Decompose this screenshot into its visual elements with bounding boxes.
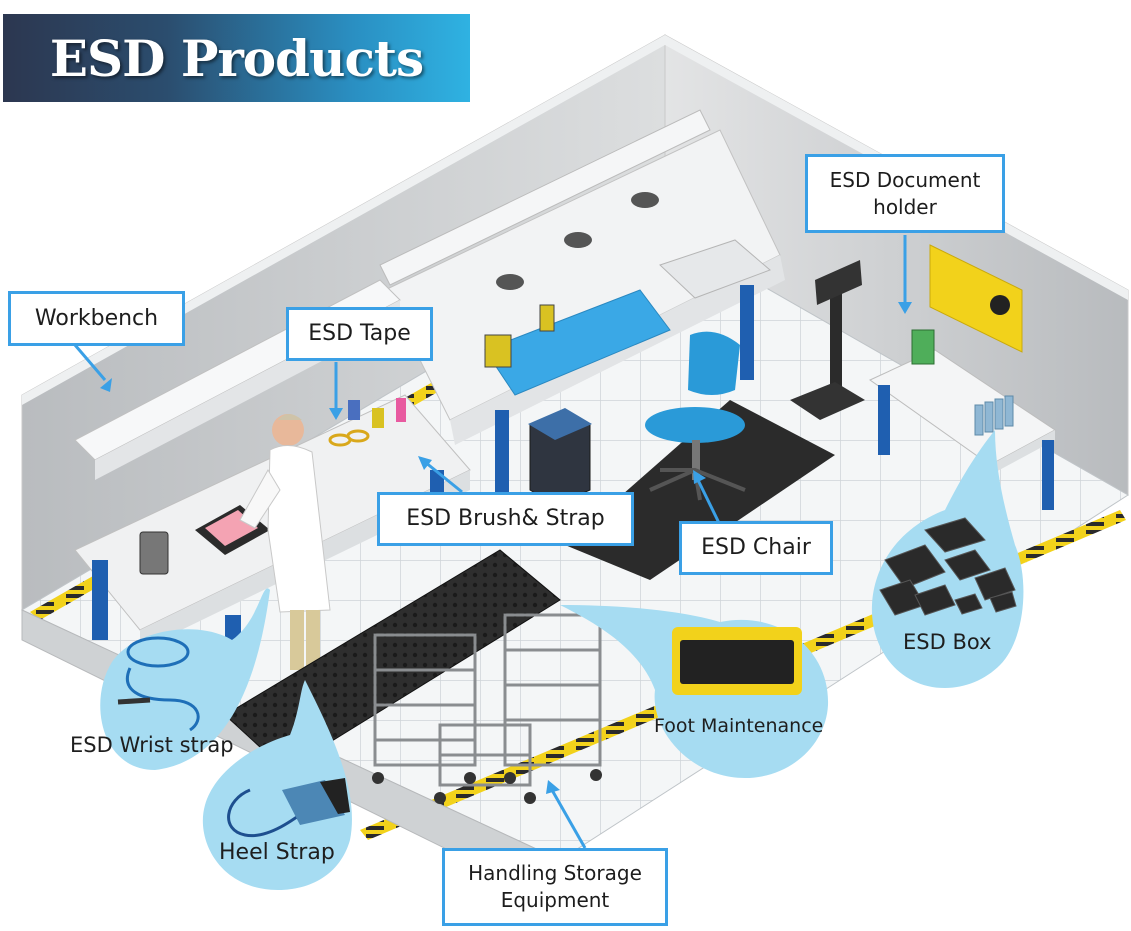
label-esd-wrist-strap: ESD Wrist strap [70,733,234,757]
heel-strap-icon [227,778,350,838]
esd-warning-sign-icon [929,244,1023,353]
esd-chair-figure [645,331,746,501]
heel-strap-bubble [202,680,352,890]
rack-wheels [372,769,602,804]
label-foot-maintenance: Foot Maintenance [654,715,824,737]
label-esd-document-holder-line1: ESD Document [829,167,981,192]
right-table [869,329,1056,510]
label-handling-storage-equipment: Handling Storage Equipment [442,848,668,926]
page-title: ESD Products [49,28,424,88]
label-esd-brush-strap: ESD Brush& Strap [377,492,634,546]
label-workbench: Workbench [8,291,185,346]
esd-waste-bin [528,408,592,506]
title-banner: ESD Products [3,14,470,102]
wrist-strap-icon [117,636,200,732]
label-esd-document-holder: ESD Document holder [805,154,1005,233]
esd-mat-blue [484,289,671,396]
label-esd-document-holder-line2: holder [873,194,937,219]
storage-bin-icon [879,517,1017,616]
label-workbench-text: Workbench [34,305,159,331]
wrist-strap-bubble [100,588,270,770]
back-workbench [379,109,785,520]
floor-mat-icon [672,627,802,695]
label-heel-strap: Heel Strap [219,840,335,865]
label-handling-storage-line2: Equipment [500,888,610,912]
label-esd-brush-strap-text: ESD Brush& Strap [406,506,605,532]
technician-figure [239,414,331,670]
label-handling-storage-line1: Handling Storage [468,861,642,885]
label-esd-tape-text: ESD Tape [308,321,411,347]
label-esd-chair-text: ESD Chair [701,535,811,561]
document-stand [790,260,865,420]
arrow-icon [73,235,912,849]
storage-racks [373,613,602,787]
label-esd-tape: ESD Tape [286,307,433,361]
label-esd-box: ESD Box [903,630,992,654]
label-esd-chair: ESD Chair [679,521,833,575]
